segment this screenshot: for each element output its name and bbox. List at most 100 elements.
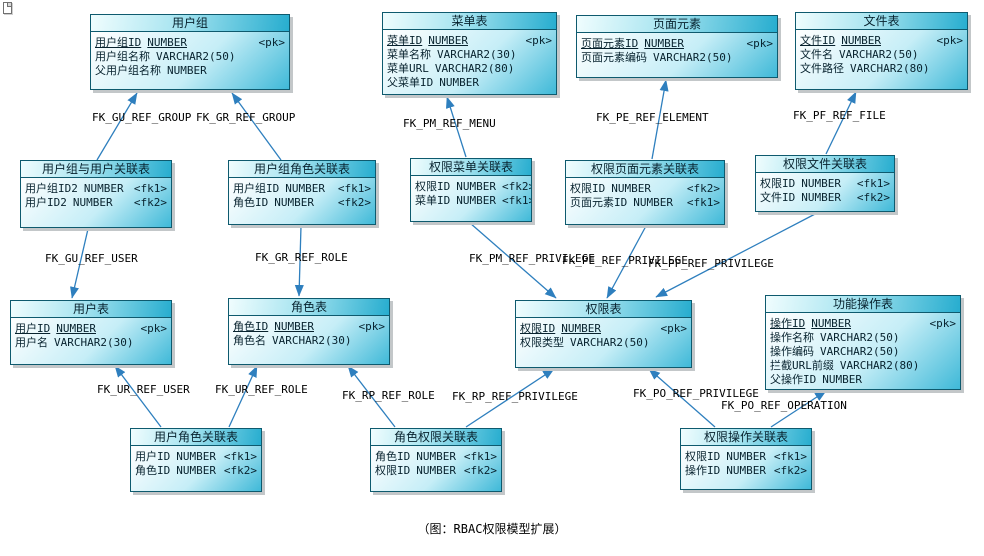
field-name: 拦截URL前缀 [770,359,834,372]
field-name: 用户ID [15,322,51,335]
field-name: 菜单ID [415,194,451,207]
field-key: <fk2> [223,464,257,477]
field-key: <fk2> [773,464,807,477]
field-name: 操作编码 [770,345,814,358]
relation-line [228,365,258,428]
field-key: <fk1> [686,196,720,209]
field-name: 用户组ID [233,182,280,195]
relation-label: FK_UR_REF_USER [97,383,190,396]
field-name: 角色ID [135,464,171,477]
field-type: VARCHAR2(50) [653,51,733,64]
field-name: 角色ID [233,196,269,209]
relation-line [648,368,716,428]
relation-line [606,225,647,299]
field-name: 权限ID [570,182,606,195]
field-name: 文件ID [760,191,796,204]
field-name: 权限ID [415,180,451,193]
field-type: NUMBER [822,373,862,386]
field-key: <fk1> [133,182,167,195]
field-type: NUMBER [274,320,314,333]
relation-line [655,212,818,298]
field-name: 用户组名称 [95,50,150,63]
field-type: NUMBER [72,196,113,209]
field-type: VARCHAR2(80) [850,62,930,75]
field-key: <fk2> [686,182,720,195]
field-type: NUMBER [285,182,325,195]
field-row: 父操作ID NUMBER [770,373,956,387]
field-name: 权限ID [760,177,796,190]
relation-label: FK_GR_REF_ROLE [255,251,348,264]
field-type: NUMBER [167,64,207,77]
relation-label: FK_PO_REF_OPERATION [721,399,847,412]
relation-line [465,368,555,428]
role-table-title: 角色表 [229,299,389,316]
field-key: <fk2> [856,191,890,204]
field-name: 父操作ID [770,373,817,386]
field-key: <pk> [929,317,957,330]
field-row: 拦截URL前缀 VARCHAR2(80) [770,359,956,373]
field-key: <fk2> [463,464,497,477]
field-type: NUMBER [801,191,841,204]
field-type: NUMBER [644,37,684,50]
field-type: VARCHAR2(50) [820,331,900,344]
privilege-table-title: 权限表 [516,301,691,318]
usergroup-user-assoc-table-title: 用户组与用户关联表 [21,161,171,178]
field-type: NUMBER [274,196,314,209]
relation-label: FK_PM_REF_PRIVILEGE [469,252,595,265]
field-name: 操作名称 [770,331,814,344]
relation-line [294,225,304,297]
field-type: VARCHAR2(80) [839,359,920,372]
field-key: <fk1> [463,450,497,463]
relation-label: FK_PO_REF_PRIVILEGE [633,387,759,400]
field-type: VARCHAR2(30) [272,334,352,347]
relation-line [770,390,827,428]
user-group-table-title: 用户组 [91,15,289,32]
field-name: 权限类型 [520,336,564,349]
field-type: NUMBER [439,76,479,89]
field-type: NUMBER [428,34,468,47]
field-row: 操作名称 VARCHAR2(50) [770,331,956,345]
field-name: 父菜单ID [387,76,434,89]
relation-label: FK_PF_REF_FILE [793,109,886,122]
